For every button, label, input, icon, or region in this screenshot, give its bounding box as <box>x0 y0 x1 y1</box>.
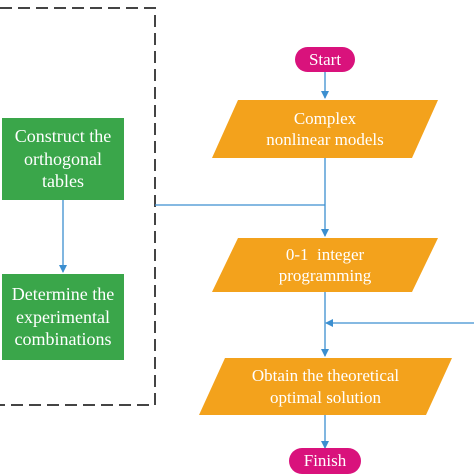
complex-models-line2: nonlinear models <box>266 130 384 149</box>
determine-combinations-line3: combinations <box>14 329 112 350</box>
optimal-solution-label: Obtain the theoretical optimal solution <box>212 358 439 415</box>
construct-tables-line3: tables <box>42 171 84 192</box>
determine-combinations-box <box>2 274 124 360</box>
integer-programming-line1: 0-1 integer <box>285 244 365 264</box>
construct-tables-line1: Construct the <box>14 126 112 147</box>
construct-tables-label: Construct the orthogonal tables <box>2 118 124 200</box>
optimal-solution-line2: optimal solution <box>270 387 381 407</box>
integer-programming-shape <box>212 238 438 292</box>
finish-label: Finish <box>303 451 347 471</box>
complex-models-shape <box>212 100 438 158</box>
complex-models-label: Complex nonlinear models <box>225 100 425 158</box>
start-terminator <box>295 47 355 72</box>
determine-combinations-line1: Determine the <box>11 284 115 305</box>
optimal-solution-line1: Obtain the theoretical <box>251 366 400 386</box>
construct-tables-box <box>2 118 124 200</box>
integer-programming-label: 0-1 integer programming <box>225 238 425 292</box>
construct-tables-line2: orthogonal <box>24 148 102 169</box>
integer-programming-line2: programming <box>278 266 372 285</box>
finish-terminator <box>289 448 361 474</box>
start-label: Start <box>308 49 342 69</box>
determine-combinations-line2: experimental <box>16 306 110 327</box>
dashed-boundary <box>0 7 156 406</box>
complex-models-line1: Complex <box>293 108 357 128</box>
determine-combinations-label: Determine the experimental combinations <box>2 274 124 360</box>
optimal-solution-shape <box>199 358 452 415</box>
